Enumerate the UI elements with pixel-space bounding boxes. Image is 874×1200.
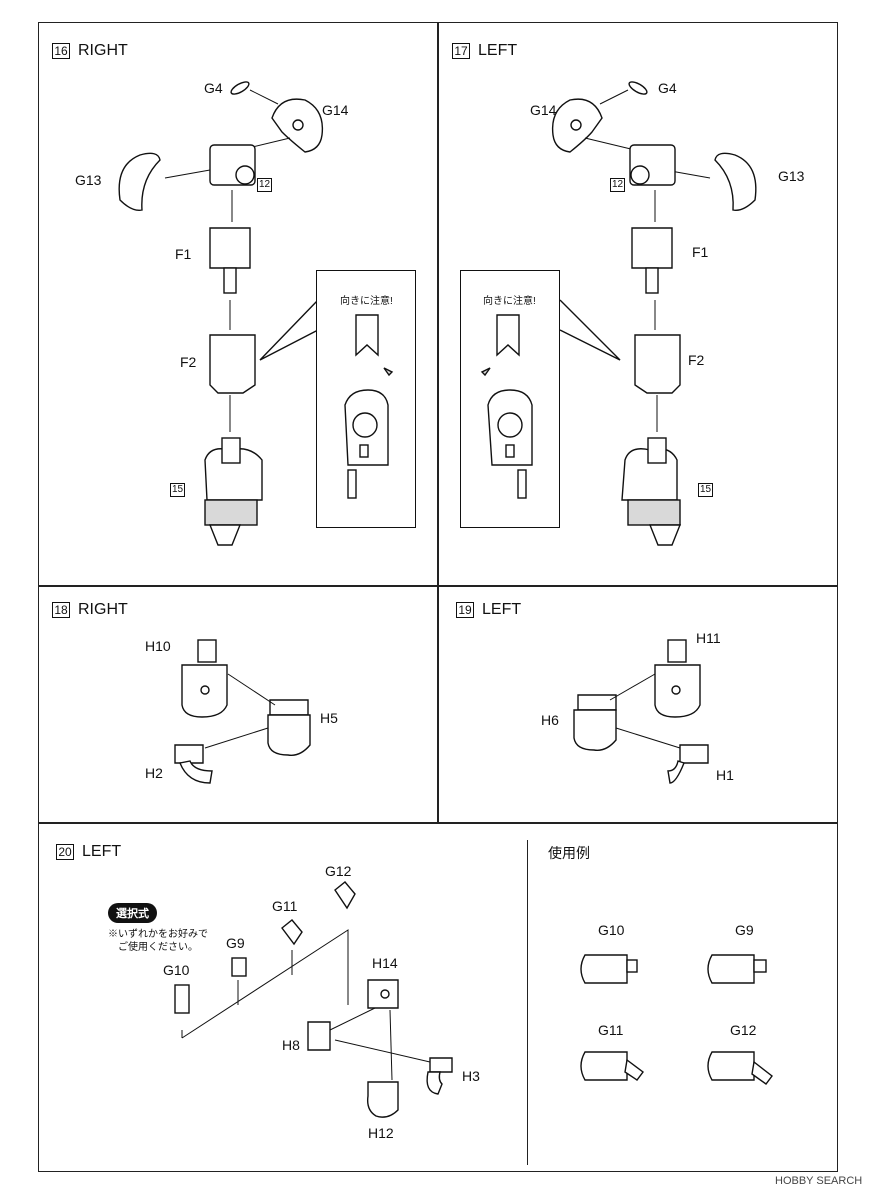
label-g14: G14 bbox=[530, 102, 557, 118]
step-20-header: 20 LEFT bbox=[56, 843, 121, 861]
label-g9: G9 bbox=[226, 935, 245, 951]
step-number: 16 bbox=[52, 43, 70, 59]
usage-label-g10: G10 bbox=[598, 922, 625, 938]
label-h1: H1 bbox=[716, 767, 734, 783]
watermark: HOBBY SEARCH bbox=[775, 1175, 863, 1187]
step-number: 20 bbox=[56, 844, 74, 860]
label-h5: H5 bbox=[320, 710, 338, 726]
usage-label-g11: G11 bbox=[598, 1022, 624, 1038]
label-g4: G4 bbox=[658, 80, 677, 96]
step-title: RIGHT bbox=[78, 42, 128, 59]
ref-15: 15 bbox=[698, 483, 714, 497]
ref-12: 12 bbox=[257, 178, 273, 192]
step-18-header: 18 RIGHT bbox=[52, 601, 128, 619]
step-title: LEFT bbox=[478, 42, 518, 59]
divider-horizontal-1 bbox=[38, 585, 838, 587]
step-17-header: 17 LEFT bbox=[452, 42, 517, 60]
label-g4: G4 bbox=[204, 80, 223, 96]
usage-label-g9: G9 bbox=[735, 922, 754, 938]
label-g11: G11 bbox=[272, 898, 298, 914]
step-title: LEFT bbox=[482, 601, 522, 618]
label-h3: H3 bbox=[462, 1068, 480, 1084]
divider-vertical-top bbox=[437, 22, 439, 822]
step-19-header: 19 LEFT bbox=[456, 601, 521, 619]
step-number: 19 bbox=[456, 602, 474, 618]
label-h14: H14 bbox=[372, 955, 398, 971]
label-f2: F2 bbox=[688, 352, 705, 368]
usage-title: 使用例 bbox=[548, 845, 590, 861]
step-16-header: 16 RIGHT bbox=[52, 42, 128, 60]
step-title: LEFT bbox=[82, 843, 122, 860]
label-g13: G13 bbox=[778, 168, 805, 184]
caution-note-right: 向きに注意! bbox=[340, 296, 393, 307]
label-g12: G12 bbox=[325, 863, 352, 879]
label-g13: G13 bbox=[75, 172, 102, 188]
usage-label-g12: G12 bbox=[730, 1022, 757, 1038]
step-number: 18 bbox=[52, 602, 70, 618]
label-g14: G14 bbox=[322, 102, 349, 118]
divider-horizontal-2 bbox=[38, 822, 838, 824]
label-h2: H2 bbox=[145, 765, 163, 781]
step-title: RIGHT bbox=[78, 601, 128, 618]
label-h11: H11 bbox=[696, 630, 721, 646]
ref-12: 12 bbox=[610, 178, 626, 192]
label-g10: G10 bbox=[163, 962, 190, 978]
label-h6: H6 bbox=[541, 712, 559, 728]
label-f1: F1 bbox=[175, 246, 192, 262]
ref-15: 15 bbox=[170, 483, 186, 497]
label-h10: H10 bbox=[145, 638, 171, 654]
selection-badge: 選択式 bbox=[108, 903, 157, 923]
caution-note-left: 向きに注意! bbox=[483, 296, 536, 307]
label-f1: F1 bbox=[692, 244, 709, 260]
label-f2: F2 bbox=[180, 354, 197, 370]
step-number: 17 bbox=[452, 43, 470, 59]
divider-vertical-bottom bbox=[527, 840, 528, 1165]
selection-note-line-1: ※いずれかをお好みで bbox=[108, 929, 208, 940]
label-h12: H12 bbox=[368, 1125, 394, 1141]
label-h8: H8 bbox=[282, 1037, 300, 1053]
selection-note-line-2: ご使用ください。 bbox=[118, 942, 198, 953]
